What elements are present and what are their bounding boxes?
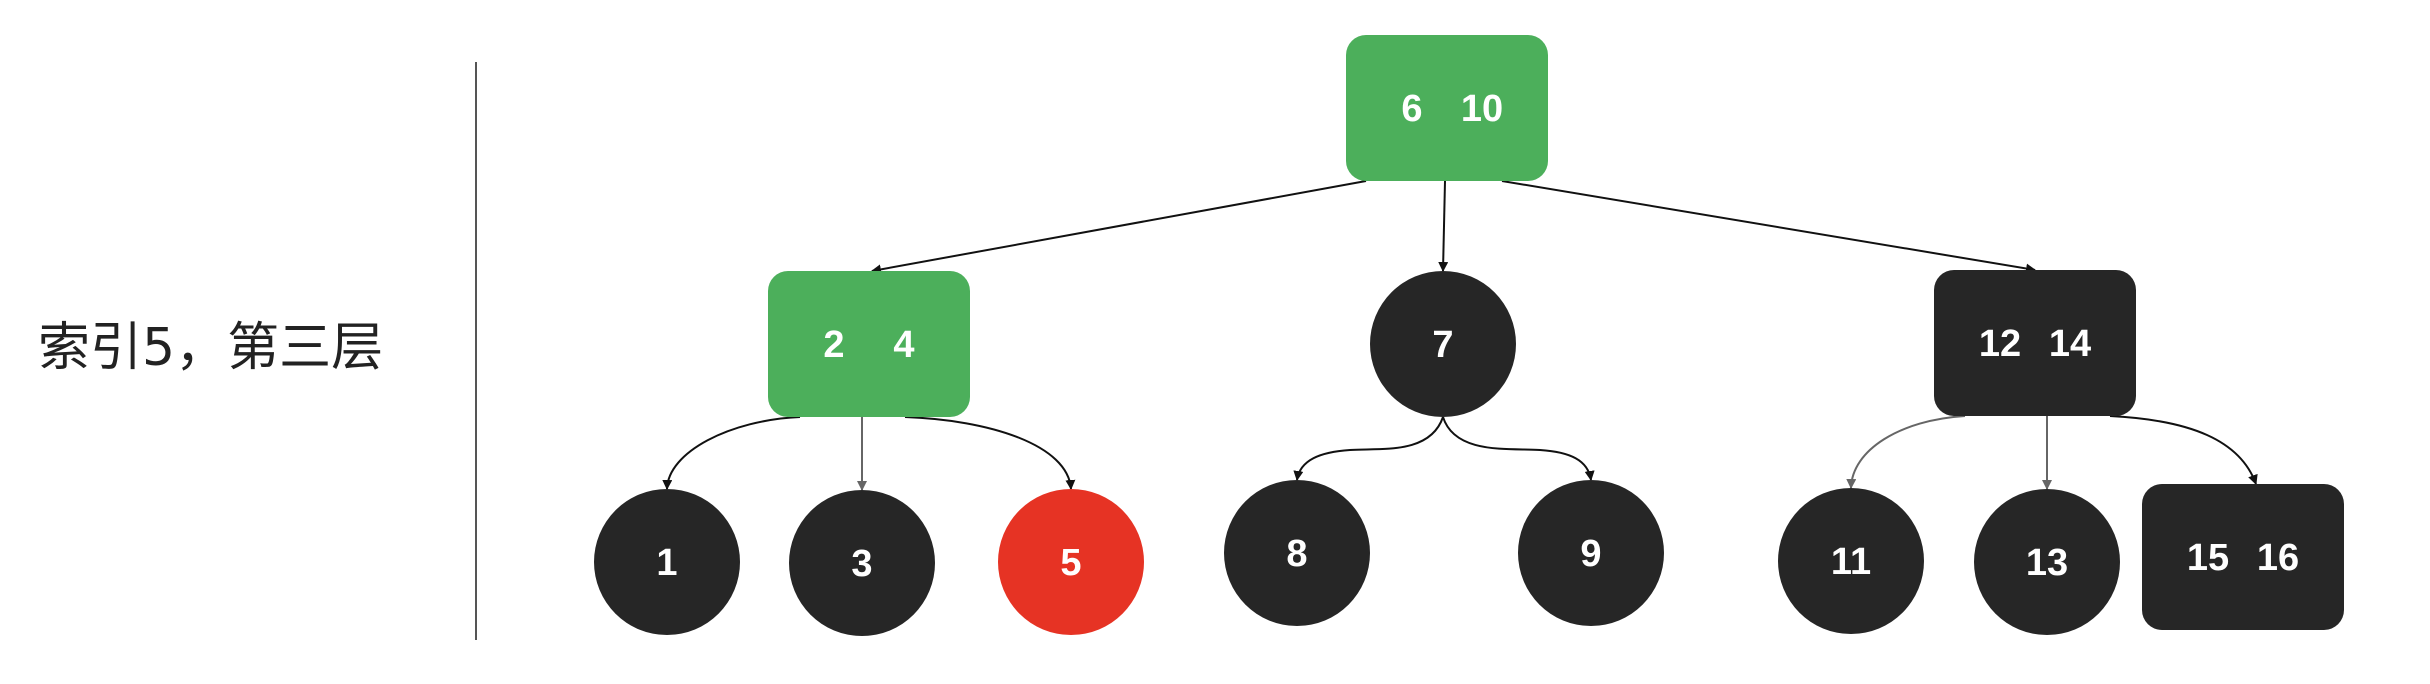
edge-n6_10-to-n7: [1438, 180, 1449, 272]
node-n1: 1: [594, 489, 740, 635]
node-circle: [1778, 488, 1924, 634]
node-circle: [789, 490, 935, 636]
edges-layer: [662, 180, 2258, 491]
divider: [475, 62, 477, 640]
node-n9: 9: [1518, 480, 1664, 626]
node-circle: [998, 489, 1144, 635]
node-key-label: 13: [2026, 542, 2068, 584]
node-key-label: 16: [2257, 537, 2299, 579]
edge-n12_14-to-n11: [1846, 415, 1966, 489]
node-n12_14: 12 14: [1934, 270, 2136, 416]
node-key-label: 3: [851, 543, 872, 585]
node-key-label: 9: [1580, 533, 1601, 575]
edge-n2_4-to-n5: [904, 416, 1076, 490]
node-circle: [1518, 480, 1664, 626]
node-circle: [1974, 489, 2120, 635]
node-key-label: 7: [1432, 324, 1453, 366]
node-n3: 3: [789, 490, 935, 636]
node-n7: 7: [1370, 271, 1516, 417]
edge-n7-to-n9: [1442, 416, 1595, 481]
node-key-label: 6: [1401, 88, 1422, 130]
node-key-label: 12: [1979, 323, 2021, 365]
edge-n6_10-to-n2_4: [871, 180, 1367, 275]
node-key-label: 5: [1060, 542, 1081, 584]
node-key-label: 11: [1831, 541, 1871, 583]
node-key-label: 14: [2049, 323, 2091, 365]
edge-n6_10-to-n12_14: [1501, 180, 2036, 274]
node-circle: [1224, 480, 1370, 626]
caption: 索引5，第三层: [38, 318, 384, 378]
node-circle: [594, 489, 740, 635]
edge-n2_4-to-n1: [662, 416, 801, 490]
node-box: [768, 271, 970, 417]
edge-n7-to-n8: [1293, 416, 1444, 481]
node-key-label: 8: [1286, 533, 1307, 575]
node-n8: 8: [1224, 480, 1370, 626]
edge-n12_14-to-n15_16: [2109, 415, 2258, 485]
node-box: [1346, 35, 1548, 181]
node-box: [1934, 270, 2136, 416]
node-n13: 13: [1974, 489, 2120, 635]
node-n11: 11: [1778, 488, 1924, 634]
node-n5: 5: [998, 489, 1144, 635]
node-key-label: 4: [893, 324, 914, 366]
node-box: [2142, 484, 2344, 630]
node-key-label: 2: [823, 324, 844, 366]
node-key-label: 1: [656, 542, 677, 584]
node-key-label: 10: [1461, 88, 1503, 130]
node-key-label: 15: [2187, 537, 2229, 579]
node-n6_10: 6 10: [1346, 35, 1548, 181]
node-circle: [1370, 271, 1516, 417]
